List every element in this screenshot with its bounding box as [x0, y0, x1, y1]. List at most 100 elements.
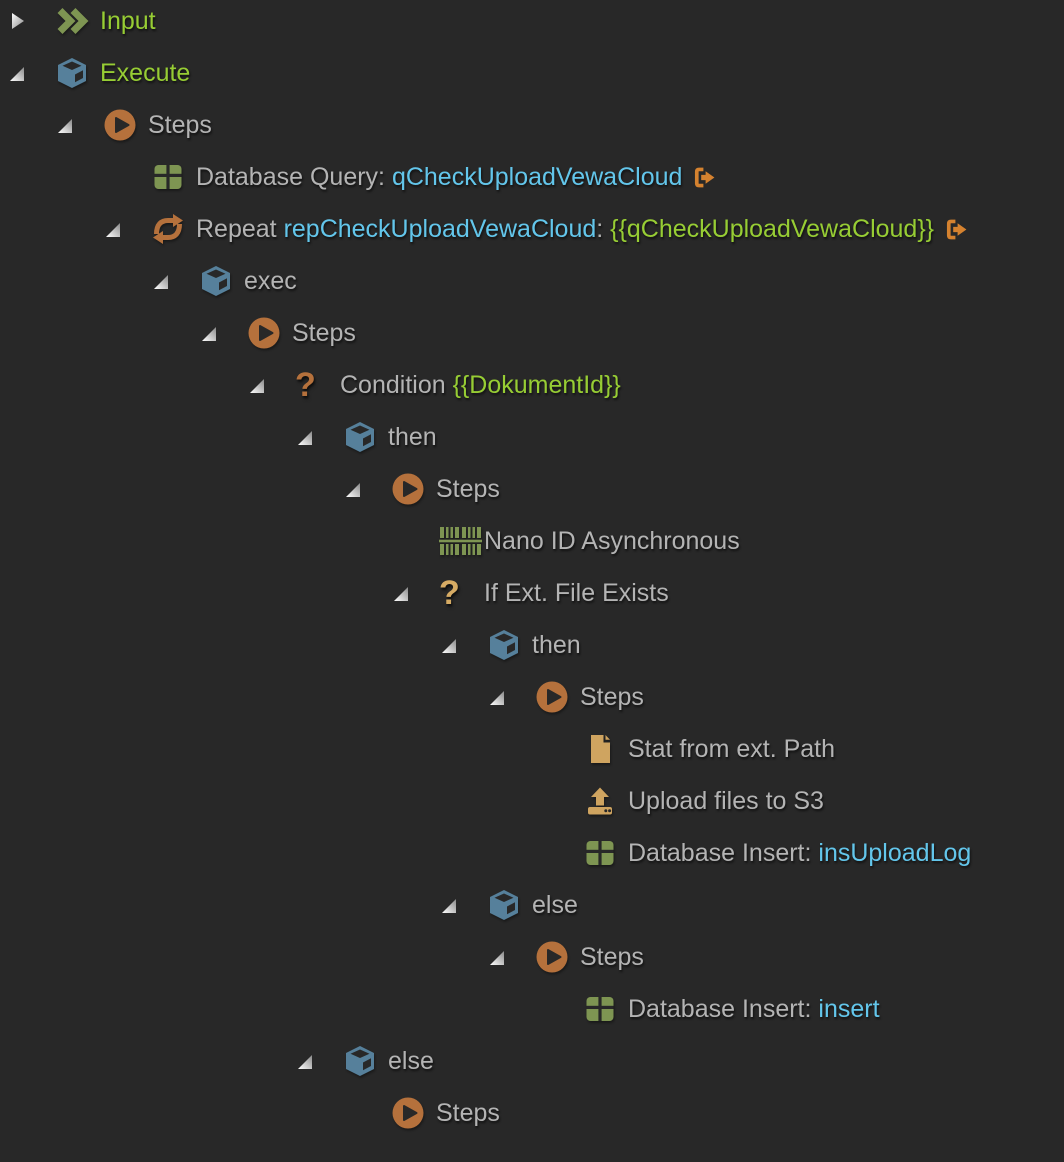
node-icon: ? ? [535, 680, 580, 714]
expanded-arrow-icon[interactable] [344, 479, 362, 499]
expanded-arrow-icon[interactable] [296, 427, 314, 447]
tree-row[interactable]: ? ? [0, 931, 1064, 983]
expanded-arrow-icon[interactable] [296, 1051, 314, 1071]
tree-row[interactable]: ? ? [0, 307, 1064, 359]
node-icon: ? ? [487, 888, 532, 922]
play-circle-icon [392, 473, 424, 505]
tree-row[interactable]: ? ? [0, 1087, 1064, 1139]
tree-row[interactable]: ? ? [0, 411, 1064, 463]
barcode-icon [439, 527, 482, 555]
node-icon: ? ? [247, 316, 292, 350]
tree-row[interactable]: ? ? [0, 151, 1064, 203]
node-icon: ? ? [487, 628, 532, 662]
tree-row[interactable]: ? ? [0, 359, 1064, 411]
expanded-arrow-icon[interactable] [488, 687, 506, 707]
tree-row[interactable]: ? ? [0, 255, 1064, 307]
file-icon [591, 735, 610, 763]
double-chevron-icon [57, 8, 89, 34]
tree-row[interactable]: ? ? [0, 463, 1064, 515]
expanded-arrow-icon[interactable] [440, 635, 458, 655]
expand-toggle[interactable] [344, 479, 391, 499]
node-label-text: repCheckUploadVewaCloud [283, 214, 597, 243]
expand-toggle[interactable] [8, 63, 55, 83]
node-icon: ? ? [199, 264, 244, 298]
tree-row[interactable]: ? ? [0, 515, 1064, 567]
node-icon: ? ? [391, 1096, 436, 1130]
expand-toggle[interactable] [248, 375, 295, 395]
expanded-arrow-icon[interactable] [152, 271, 170, 291]
tree-row[interactable]: ? ? [0, 827, 1064, 879]
tree-row[interactable]: ? ? [0, 567, 1064, 619]
node-label: then [388, 423, 437, 452]
tree-row[interactable]: ? ? [0, 203, 1064, 255]
node-label: Condition {{DokumentId}} [340, 371, 621, 400]
node-label-text: If Ext. File Exists [484, 578, 669, 607]
node-icon: ? ? [151, 160, 196, 194]
tree-row[interactable]: ? ? [0, 619, 1064, 671]
expand-toggle[interactable] [200, 323, 247, 343]
node-icon: ? ? [151, 212, 196, 246]
expand-toggle[interactable] [296, 1051, 343, 1071]
tree-row[interactable]: ? ? [0, 723, 1064, 775]
node-icon: ? ? [55, 4, 100, 38]
expand-toggle[interactable] [8, 11, 55, 31]
box-icon [346, 422, 374, 452]
expanded-arrow-icon[interactable] [248, 375, 266, 395]
node-label-text: insUploadLog [818, 838, 972, 867]
tree-row[interactable]: ? ? [0, 671, 1064, 723]
node-label-text: Steps [580, 942, 644, 971]
node-label-text: : [596, 214, 611, 243]
node-icon: ? ? [343, 1044, 388, 1078]
node-icon: ? ? [103, 108, 148, 142]
node-label: Database Insert: insUploadLog [628, 839, 971, 868]
expanded-arrow-icon[interactable] [56, 115, 74, 135]
node-label: Steps [292, 319, 356, 348]
expanded-arrow-icon[interactable] [104, 219, 122, 239]
sign-out-icon[interactable] [944, 217, 969, 242]
expanded-arrow-icon[interactable] [392, 583, 410, 603]
node-label: exec [244, 267, 297, 296]
sign-out-icon[interactable] [692, 165, 717, 190]
tree-row[interactable]: ? ? [0, 775, 1064, 827]
node-label: Steps [148, 111, 212, 140]
tree-row[interactable]: ? ? [0, 879, 1064, 931]
node-label-text: Steps [580, 682, 644, 711]
if-question-icon: ? [439, 574, 460, 612]
tree-row[interactable]: ? ? [0, 99, 1064, 151]
expand-toggle[interactable] [104, 219, 151, 239]
node-label: Database Query: qCheckUploadVewaCloud [196, 163, 682, 192]
expand-toggle[interactable] [56, 115, 103, 135]
expand-toggle[interactable] [296, 427, 343, 447]
collapsed-arrow-icon[interactable] [8, 11, 26, 31]
node-label-text: then [388, 422, 437, 451]
node-label-text: Repeat [196, 214, 284, 243]
node-icon: ? ? [343, 420, 388, 454]
expanded-arrow-icon[interactable] [440, 895, 458, 915]
box-icon [58, 58, 86, 88]
expanded-arrow-icon[interactable] [8, 63, 26, 83]
expand-toggle[interactable] [488, 947, 535, 967]
expanded-arrow-icon[interactable] [200, 323, 218, 343]
node-icon: ? ? [583, 836, 628, 870]
tree-row[interactable]: ? ? [0, 0, 1064, 47]
tree-row[interactable]: ? ? [0, 47, 1064, 99]
tree-row[interactable]: ? ? [0, 983, 1064, 1035]
expand-toggle[interactable] [152, 271, 199, 291]
expanded-arrow-icon[interactable] [488, 947, 506, 967]
repeat-icon [153, 214, 183, 244]
tree-row[interactable]: ? ? [0, 1035, 1064, 1087]
node-label-text: Input [100, 6, 156, 35]
expand-toggle[interactable] [440, 895, 487, 915]
play-circle-icon [536, 941, 568, 973]
box-icon [202, 266, 230, 296]
play-circle-icon [392, 1097, 424, 1129]
play-circle-icon [104, 109, 136, 141]
play-circle-icon [248, 317, 280, 349]
database-table-icon [586, 841, 614, 865]
node-label: Input [100, 7, 156, 36]
expand-toggle[interactable] [392, 583, 439, 603]
node-icon: ? ? [583, 732, 628, 766]
node-icon: ? ? [439, 524, 484, 558]
expand-toggle[interactable] [440, 635, 487, 655]
expand-toggle[interactable] [488, 687, 535, 707]
